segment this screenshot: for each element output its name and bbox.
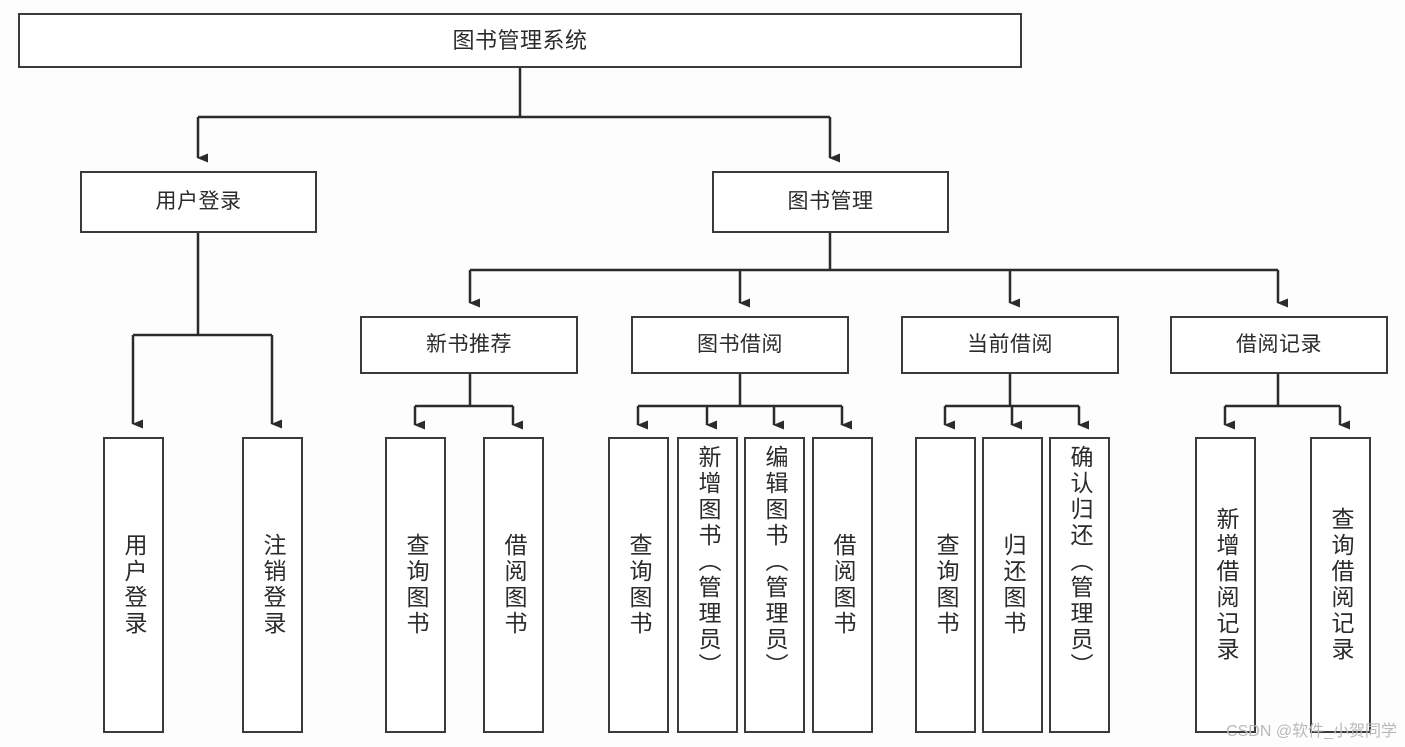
node-label: 确认归还（管理员）	[1067, 445, 1093, 679]
watermark-text: CSDN @软件_小贺同学	[1226, 723, 1397, 740]
node-label: 借阅图书	[501, 533, 527, 637]
node-label: 查询借阅记录	[1328, 507, 1354, 663]
leaf-borrow-borrow-book[interactable]: 借阅图书	[812, 437, 873, 733]
node-label: 新书推荐	[426, 332, 512, 356]
leaf-current-return-book[interactable]: 归还图书	[982, 437, 1043, 733]
leaf-borrow-add-book-admin[interactable]: 新增图书（管理员）	[677, 437, 738, 733]
leaf-current-query-book[interactable]: 查询图书	[915, 437, 976, 733]
node-label: 图书管理	[787, 189, 874, 213]
node-label: 归还图书	[1000, 533, 1026, 637]
node-current-borrow[interactable]: 当前借阅	[901, 316, 1119, 374]
node-user-login[interactable]: 用户登录	[80, 171, 317, 233]
node-label: 借阅图书	[830, 533, 856, 637]
node-label: 借阅记录	[1236, 332, 1322, 356]
leaf-user-login-logout[interactable]: 注销登录	[242, 437, 303, 733]
node-borrow-records[interactable]: 借阅记录	[1170, 316, 1388, 374]
node-book-borrow[interactable]: 图书借阅	[631, 316, 849, 374]
leaf-borrow-edit-book-admin[interactable]: 编辑图书（管理员）	[744, 437, 805, 733]
leaf-records-query-record[interactable]: 查询借阅记录	[1310, 437, 1371, 733]
node-label: 编辑图书（管理员）	[762, 445, 788, 679]
node-label: 新增图书（管理员）	[695, 445, 721, 679]
node-label: 用户登录	[155, 189, 242, 213]
node-label: 图书借阅	[697, 332, 783, 356]
node-root-system[interactable]: 图书管理系统	[18, 13, 1022, 68]
node-label: 查询图书	[626, 533, 652, 637]
node-book-management[interactable]: 图书管理	[712, 171, 949, 233]
node-label: 注销登录	[260, 533, 286, 637]
node-new-book-recommend[interactable]: 新书推荐	[360, 316, 578, 374]
node-label: 图书管理系统	[452, 27, 588, 53]
leaf-current-confirm-return-admin[interactable]: 确认归还（管理员）	[1049, 437, 1110, 733]
node-label: 新增借阅记录	[1213, 507, 1239, 663]
node-label: 查询图书	[403, 533, 429, 637]
leaf-records-add-record[interactable]: 新增借阅记录	[1195, 437, 1256, 733]
leaf-recommend-borrow-book[interactable]: 借阅图书	[483, 437, 544, 733]
node-label: 查询图书	[933, 533, 959, 637]
leaf-borrow-query-book[interactable]: 查询图书	[608, 437, 669, 733]
node-label: 用户登录	[121, 533, 147, 637]
leaf-user-login-login[interactable]: 用户登录	[103, 437, 164, 733]
leaf-recommend-query-book[interactable]: 查询图书	[385, 437, 446, 733]
node-label: 当前借阅	[967, 332, 1053, 356]
